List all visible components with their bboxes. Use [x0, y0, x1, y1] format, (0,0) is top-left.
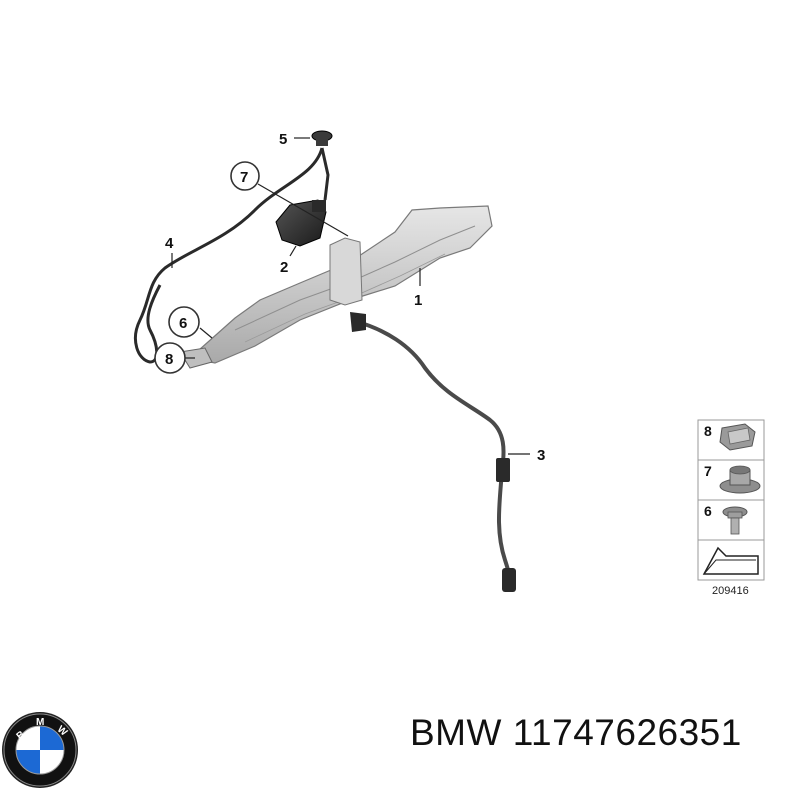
hex-bolt-icon: [722, 506, 748, 535]
callout-4: 4: [165, 235, 174, 252]
svg-text:M: M: [36, 717, 44, 728]
svg-text:5: 5: [279, 131, 287, 148]
vacuum-valve-part: [275, 199, 327, 247]
svg-text:3: 3: [537, 447, 545, 464]
svg-text:6: 6: [179, 315, 187, 332]
callout-6: 6: [168, 306, 200, 338]
brand-name: BMW: [410, 712, 502, 753]
callout-1: 1: [414, 292, 422, 309]
callout-2: 2: [280, 259, 288, 276]
diagram-id: 209416: [712, 585, 749, 597]
callout-7: 7: [230, 161, 260, 191]
hose-connector-part: [311, 130, 333, 146]
direction-arrow-icon: [702, 546, 759, 575]
svg-text:8: 8: [165, 351, 173, 368]
callout-5: 5: [279, 131, 287, 148]
fastener-legend: 8 7 6 209416: [697, 419, 765, 597]
svg-text:6: 6: [704, 503, 712, 519]
svg-text:2: 2: [280, 259, 288, 276]
heat-shield-part: [179, 205, 493, 369]
svg-text:4: 4: [165, 235, 174, 252]
vacuum-pipe-part: [350, 312, 516, 592]
svg-text:1: 1: [414, 292, 422, 309]
callout-8: 8: [154, 342, 186, 374]
spring-nut-icon: [719, 423, 756, 451]
leader-7: [257, 183, 349, 237]
vacuum-hose-part: [134, 147, 330, 364]
leader-6: [199, 327, 213, 339]
svg-text:7: 7: [240, 169, 248, 186]
part-number-caption: BMW 11747626351: [410, 712, 742, 754]
leader-2: [289, 245, 297, 257]
svg-text:8: 8: [704, 423, 712, 439]
part-number: 11747626351: [512, 712, 742, 753]
bmw-logo: B M W: [2, 712, 78, 788]
collar-nut-icon: [719, 465, 761, 494]
svg-text:7: 7: [704, 463, 712, 479]
callout-3: 3: [537, 447, 545, 464]
